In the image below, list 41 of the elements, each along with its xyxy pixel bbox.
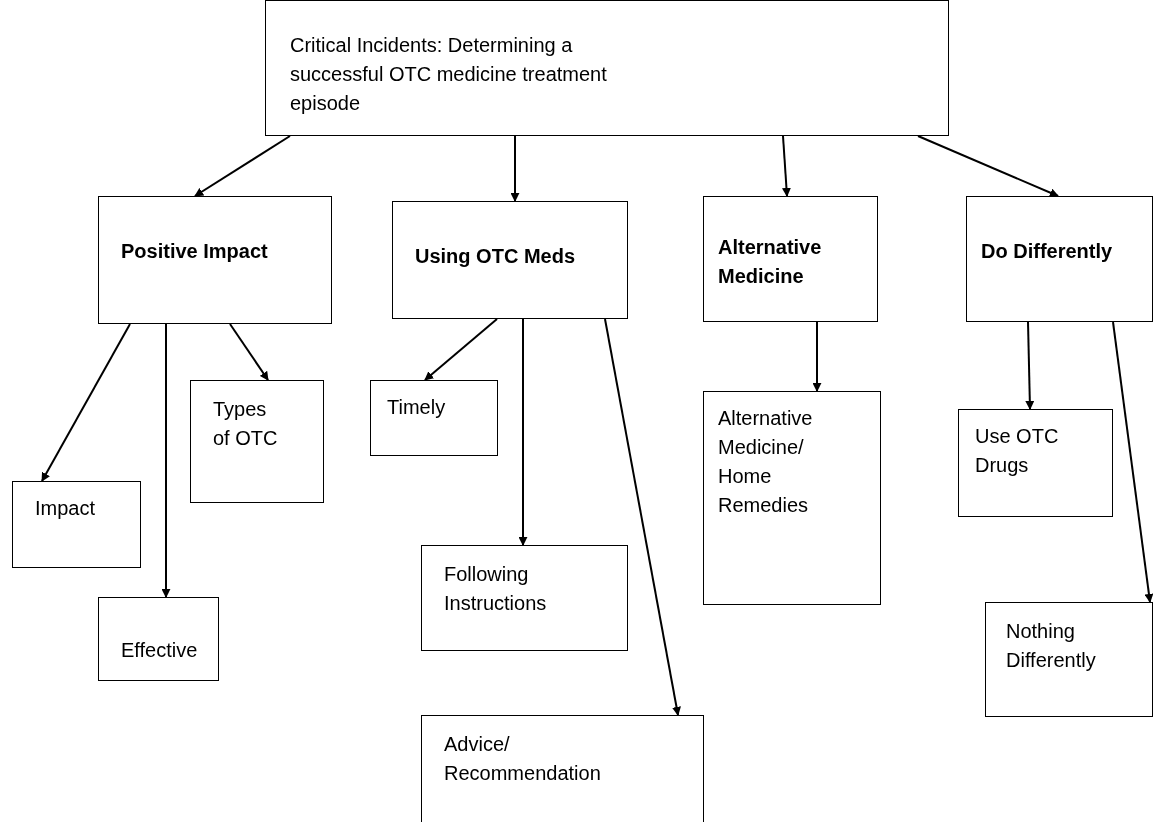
category-box <box>703 196 878 322</box>
arrow <box>518 318 528 546</box>
box-label: Advice/ Recommendation <box>444 732 602 786</box>
arrow <box>510 135 520 202</box>
subcategory-box <box>985 602 1153 717</box>
arrow <box>1112 321 1153 603</box>
category-heading: Positive Impact <box>121 239 269 264</box>
subcategory-box <box>958 409 1113 517</box>
box-label: Nothing Differently <box>1006 619 1097 673</box>
title-box <box>265 0 949 136</box>
arrow <box>161 323 171 598</box>
subcategory-box <box>12 481 141 568</box>
arrow <box>812 321 822 392</box>
arrow <box>1025 321 1035 410</box>
subcategory-box <box>421 715 704 822</box>
box-label: Timely <box>387 395 447 420</box>
subcategory-box <box>98 597 219 681</box>
category-box <box>98 196 332 324</box>
box-label: Effective <box>121 638 199 663</box>
arrow <box>41 323 131 482</box>
category-heading: Do Differently <box>981 239 1114 264</box>
category-heading: Using OTC Meds <box>415 244 576 269</box>
arrow <box>424 318 498 381</box>
subcategory-box <box>370 380 498 456</box>
box-label: Impact <box>35 496 97 521</box>
arrow <box>604 318 681 716</box>
subcategory-box <box>421 545 628 651</box>
box-label: Following Instructions <box>444 562 548 616</box>
box-label: Types of OTC <box>213 397 279 451</box>
box-label: Alternative Medicine/ Home Remedies <box>718 406 814 518</box>
category-box <box>966 196 1153 322</box>
box-label: Use OTC Drugs <box>975 424 1060 478</box>
subcategory-box <box>703 391 881 605</box>
arrow <box>917 135 1059 197</box>
subcategory-box <box>190 380 324 503</box>
box-label: Critical Incidents: Determining a successful OTC medicine treatment episode <box>290 33 608 116</box>
arrow <box>194 135 291 197</box>
category-heading: Alternative Medicine <box>718 235 823 289</box>
arrow <box>781 135 791 197</box>
category-box <box>392 201 628 319</box>
arrow <box>229 323 269 381</box>
